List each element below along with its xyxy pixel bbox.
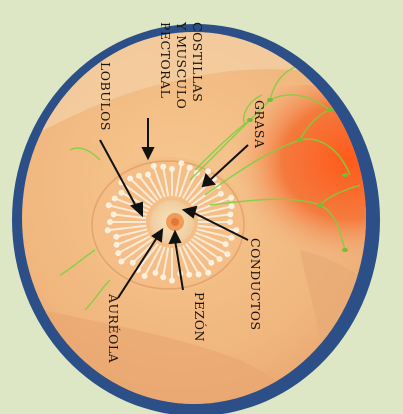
lobule <box>187 165 193 171</box>
lobule <box>111 211 117 217</box>
lobule <box>119 190 125 196</box>
lobule <box>160 274 166 280</box>
label-costillas-line3: PECTORAL <box>159 22 172 98</box>
lobule <box>229 203 235 209</box>
label-costillas: COSTILLAS <box>191 22 204 102</box>
lobule <box>107 219 113 225</box>
lobule <box>205 270 211 276</box>
label-pezon: PEZÓN <box>193 292 206 342</box>
label-costillas-line1: COSTILLAS <box>191 22 204 102</box>
label-costillas-3: PECTORAL <box>159 22 172 98</box>
lobule <box>113 234 119 240</box>
lobule <box>225 251 231 257</box>
lobule <box>136 173 142 179</box>
lobule <box>228 195 234 201</box>
lobule <box>208 260 214 266</box>
lobule <box>217 256 223 262</box>
label-aureola: AURÉOLA <box>107 294 120 363</box>
lobule <box>114 242 120 248</box>
lobule <box>227 211 233 217</box>
lobule <box>152 270 158 276</box>
lobule <box>227 219 233 225</box>
lobule <box>186 272 192 278</box>
lobule <box>145 172 151 178</box>
lobule <box>142 273 148 279</box>
lobule <box>127 176 133 182</box>
lobule <box>178 160 184 166</box>
label-costillas-2: Y MUSCULO <box>175 22 188 109</box>
lobule <box>205 168 211 174</box>
lobule <box>160 164 166 170</box>
label-grasa: GRASA <box>253 100 266 149</box>
lobule <box>115 250 121 256</box>
lobule <box>105 227 111 233</box>
lobule <box>218 191 224 197</box>
label-costillas-line2: Y MUSCULO <box>175 22 188 109</box>
lobule <box>169 166 175 172</box>
label-conductos: CONDUCTOS <box>249 238 262 331</box>
lobule <box>130 260 136 266</box>
lobule <box>151 163 157 169</box>
lobule <box>229 235 235 241</box>
lobule <box>112 195 118 201</box>
lobule <box>196 271 202 277</box>
lobule <box>106 202 112 208</box>
label-lobulos: LOBULOS <box>99 62 112 131</box>
lobule <box>223 241 229 247</box>
lobule <box>118 259 124 265</box>
lobule <box>169 278 175 284</box>
